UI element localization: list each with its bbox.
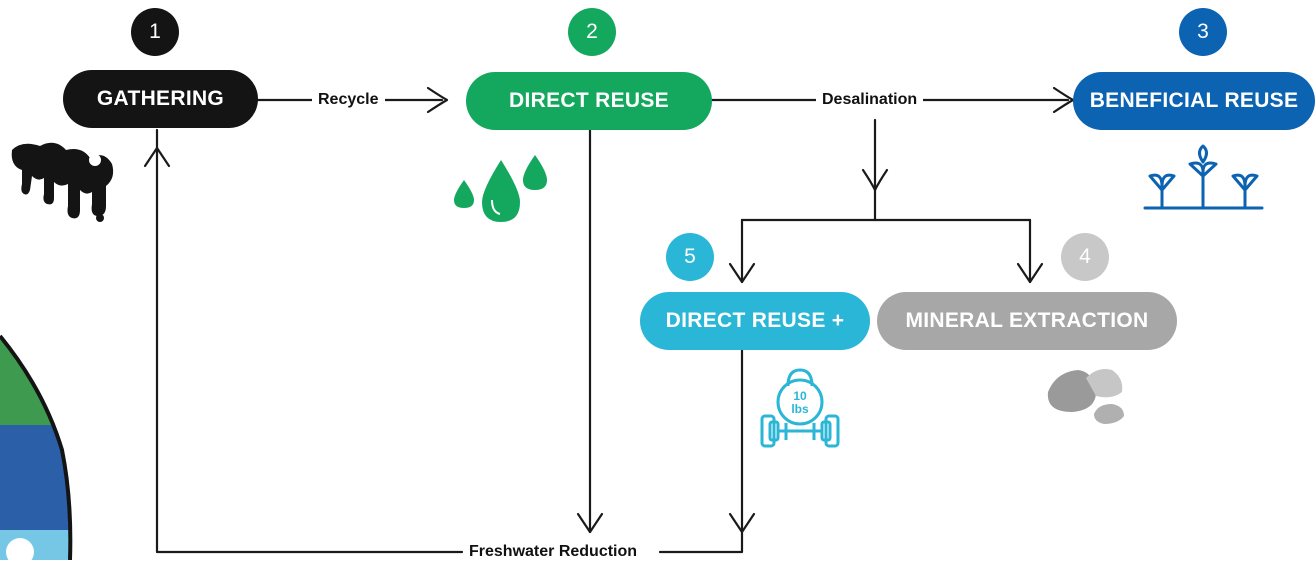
mineral-extraction-node: MINERAL EXTRACTION [877,292,1177,350]
step-badge-5: 5 [666,233,714,281]
recycle-label: Recycle [312,90,385,110]
to-mineral-extraction-arrowhead [1016,262,1044,284]
gathering-node: GATHERING [63,70,258,128]
step-badge-1: 1 [131,8,179,56]
to-direct-reuse-plus-arrowhead [728,262,756,284]
step-badge-4: 4 [1061,233,1109,281]
freshwater-return-line [155,128,464,554]
freshwater-reduction-label: Freshwater Reduction [463,542,644,562]
desalination-down-arrowhead [861,168,889,192]
direct-reuse-plus-node: DIRECT REUSE + [640,292,870,350]
direct-reuse-plus-down-line [658,348,744,554]
direct-reuse-down-arrowhead [576,512,604,534]
direct-reuse-node: DIRECT REUSE [466,72,712,130]
beneficial-reuse-node: BENEFICIAL REUSE [1073,72,1315,130]
kettlebell-weight-number: 10 [793,389,807,403]
direct-reuse-plus-down-arrowhead [728,512,756,534]
step-badge-2: 2 [568,8,616,56]
kettlebell-weight-unit: lbs [791,402,809,416]
desalination-label: Desalination [816,90,924,110]
freshwater-return-arrowhead [143,146,171,168]
recycle-arrowhead [426,86,449,114]
step-badge-3: 3 [1179,8,1227,56]
